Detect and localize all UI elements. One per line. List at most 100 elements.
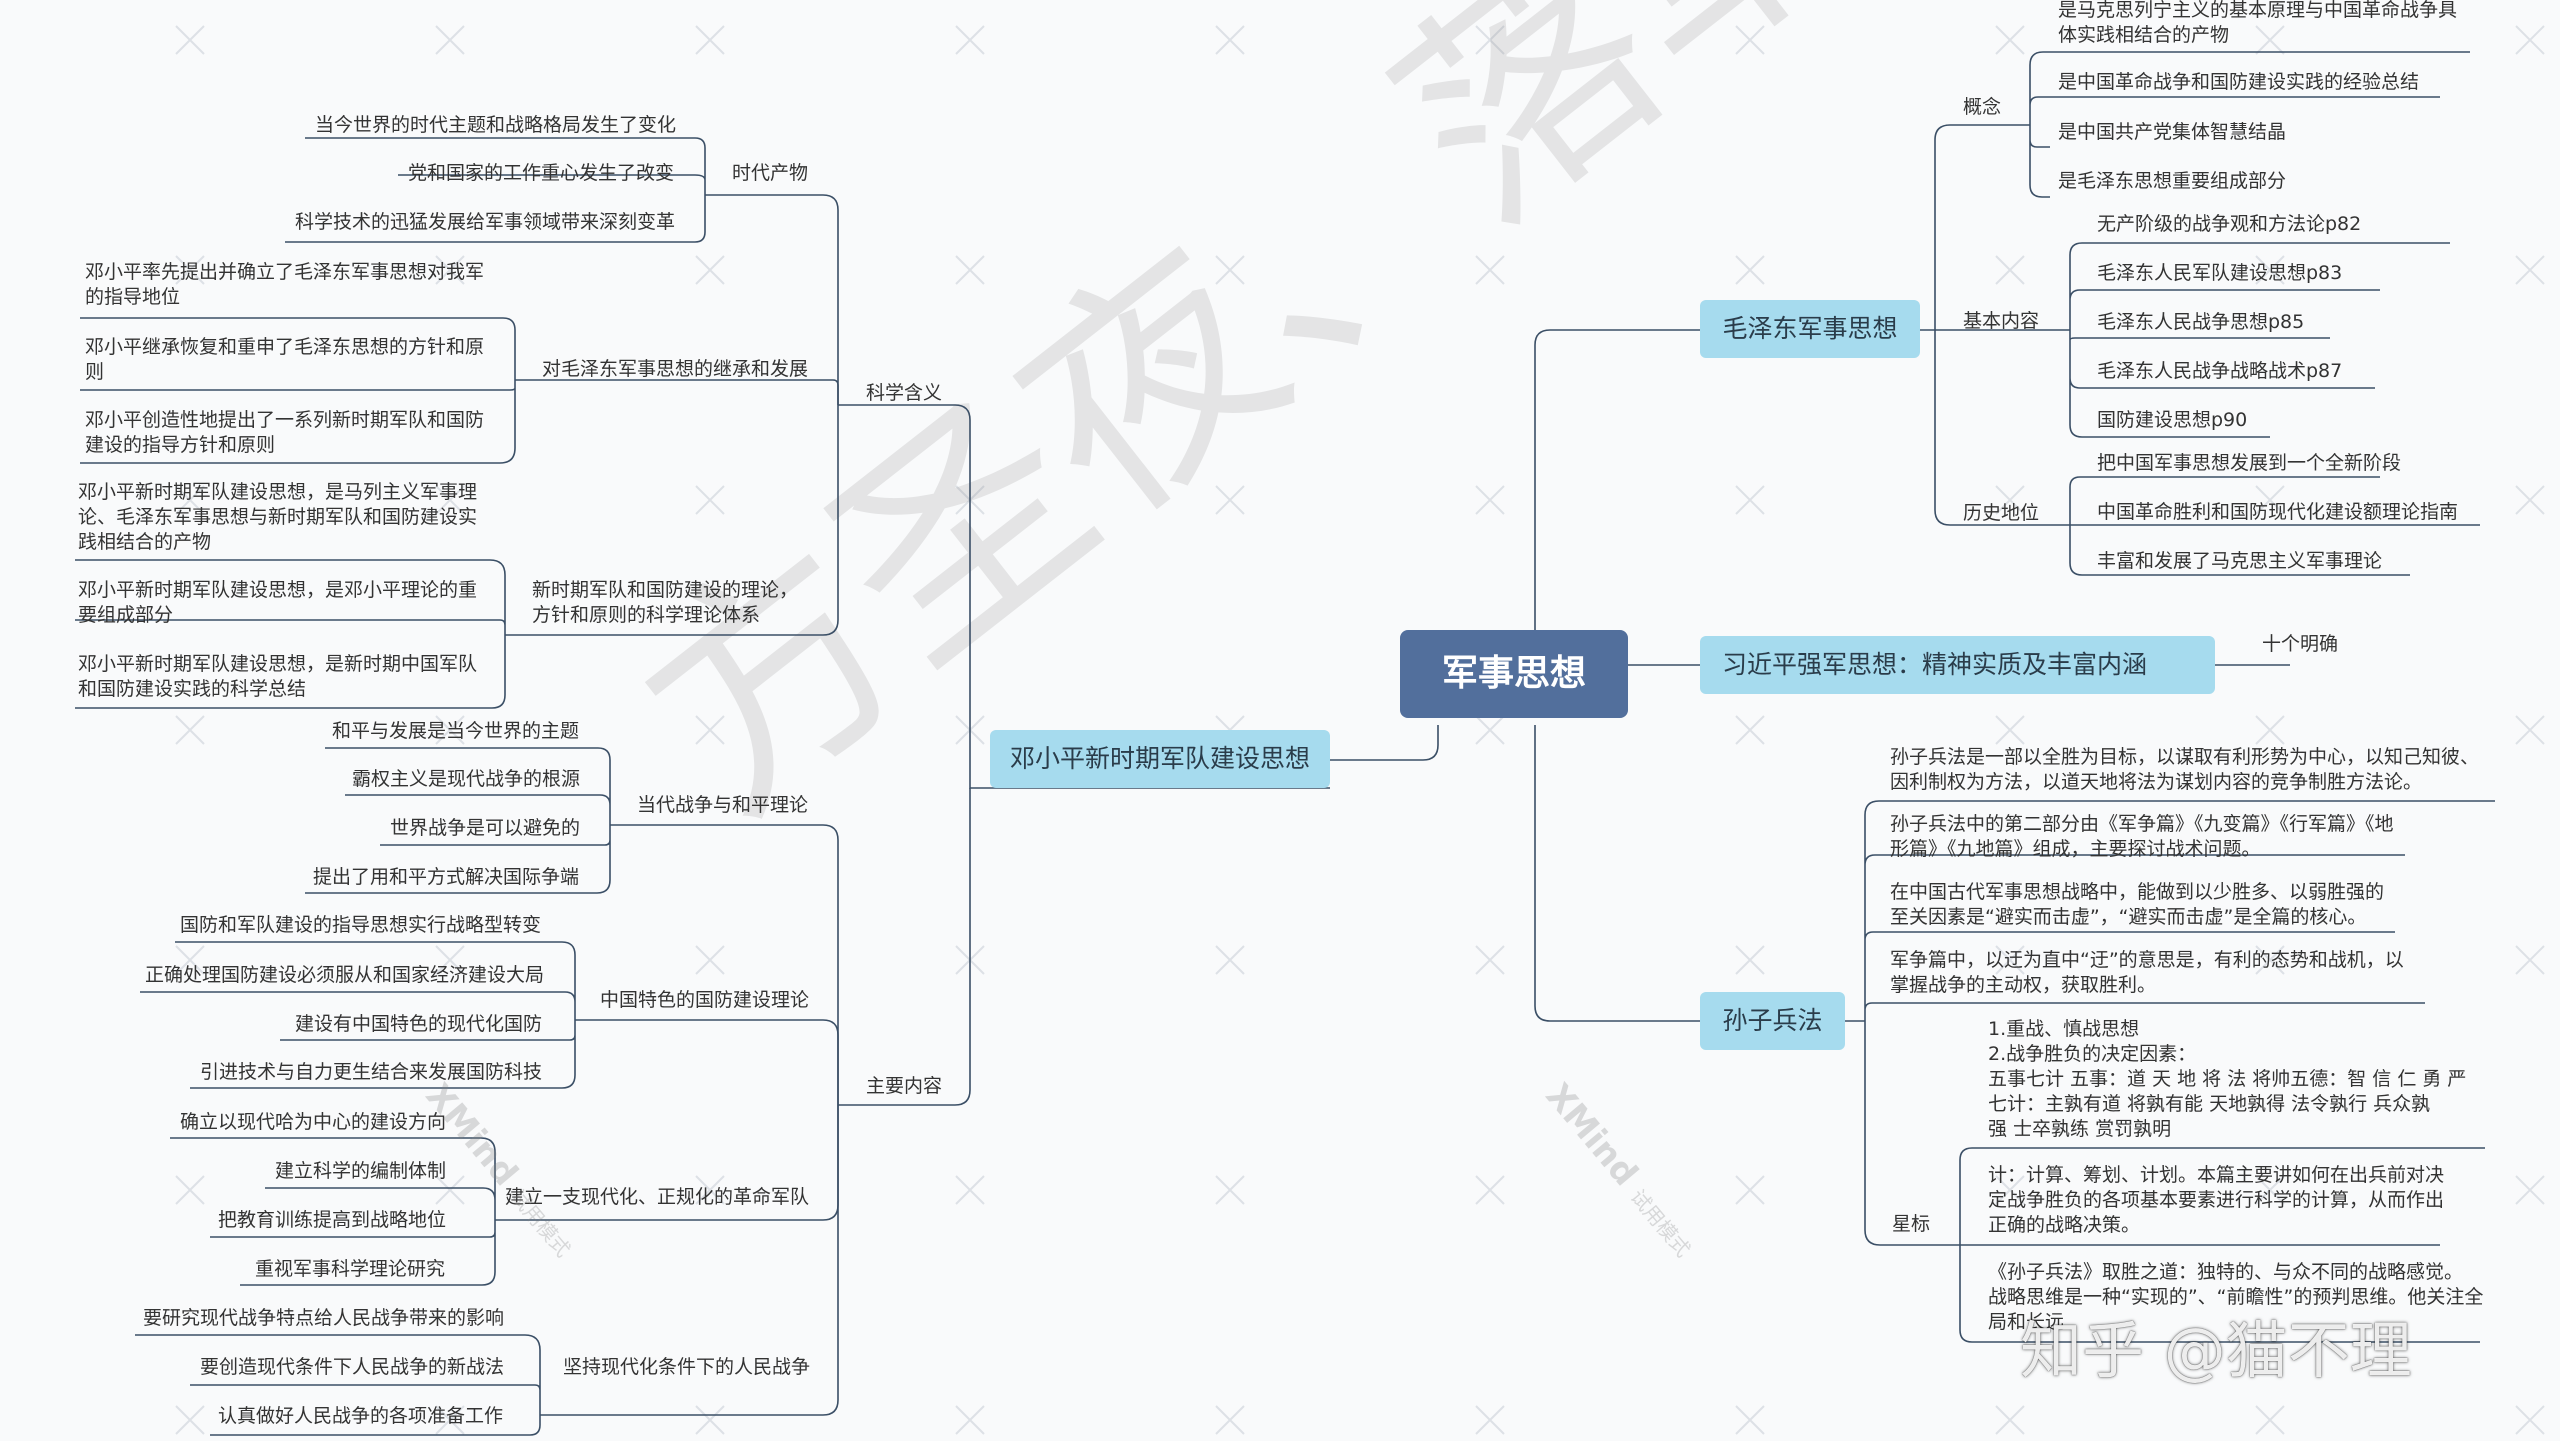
sunzi-item-1[interactable]: 孙子兵法是一部以全胜为目标，以谋取有利形势为中心，以知己知彼、因利制权为方法，以… <box>1890 746 2480 793</box>
topic-neirong[interactable]: 基本内容 <box>1963 310 2040 332</box>
central-topic[interactable]: 军事思想 <box>1400 630 1628 718</box>
line-xingbiao-leaves <box>1959 1147 2485 1343</box>
shidai-item-2[interactable]: 党和国家的工作重心发生了改变 <box>408 162 675 184</box>
bg-cross <box>695 945 725 975</box>
guofang-item-3[interactable]: 建设有中国特色的现代化国防 <box>295 1013 543 1035</box>
xinshiqi-item-1[interactable]: 邓小平新时期军队建设思想，是马列主义军事理论、毛泽东军事思想与新时期军队和国防建… <box>78 481 478 553</box>
zhanzheng-item-1[interactable]: 和平与发展是当今世界的主题 <box>332 720 580 742</box>
guofang-item-2[interactable]: 正确处理国防建设必须服从和国家经济建设大局 <box>145 964 545 986</box>
bg-cross <box>1995 255 2025 285</box>
topic-deng[interactable]: 邓小平新时期军队建设思想 <box>990 730 1330 788</box>
gainian-item-4[interactable]: 是毛泽东思想重要组成部分 <box>2058 170 2287 192</box>
topic-gainian[interactable]: 概念 <box>1963 96 2002 118</box>
renmin-item-3[interactable]: 认真做好人民战争的各项准备工作 <box>218 1405 504 1427</box>
line-shidai-leaves <box>285 137 706 243</box>
sunzi-item-3[interactable]: 在中国古代军事思想战略中，能做到以少胜多、以弱胜强的至关因素是“避实而击虚”，“… <box>1890 881 2385 928</box>
line-geming-leaves <box>170 1137 496 1286</box>
bg-cross <box>695 485 725 515</box>
topic-xi[interactable]: 习近平强军思想：精神实质及丰富内涵 <box>1700 636 2215 694</box>
bg-cross <box>175 25 205 55</box>
zhanzheng-item-3[interactable]: 世界战争是可以避免的 <box>390 817 581 839</box>
bg-cross <box>435 945 465 975</box>
renmin-item-1[interactable]: 要研究现代战争特点给人民战争带来的影响 <box>143 1307 505 1329</box>
topic-shidai[interactable]: 时代产物 <box>732 162 809 184</box>
topic-sunzi[interactable]: 孙子兵法 <box>1700 992 1845 1050</box>
bg-cross <box>435 25 465 55</box>
xingbiao-1-line-4: 七计：主孰有道 将孰有能 天地孰得 法令孰行 兵众孰 <box>1988 1093 2431 1115</box>
zhanzheng-item-4[interactable]: 提出了用和平方式解决国际争端 <box>313 866 580 888</box>
jicheng-item-2[interactable]: 邓小平继承恢复和重申了毛泽东思想的方针和原则 <box>85 336 485 383</box>
bg-cross <box>2515 485 2545 515</box>
renmin-item-2[interactable]: 要创造现代条件下人民战争的新战法 <box>200 1356 505 1378</box>
topic-zhuyao[interactable]: 主要内容 <box>866 1075 943 1097</box>
jicheng-item-1[interactable]: 邓小平率先提出并确立了毛泽东军事思想对我军的指导地位 <box>85 261 485 308</box>
topic-geming[interactable]: 建立一支现代化、正规化的革命军队 <box>505 1186 810 1208</box>
topic-renmin[interactable]: 坚持现代化条件下的人民战争 <box>563 1356 811 1378</box>
topic-sunzi-label: 孙子兵法 <box>1722 1006 1823 1035</box>
shidai-item-1[interactable]: 当今世界的时代主题和战略格局发生了变化 <box>315 114 677 136</box>
bg-cross <box>2515 1175 2545 1205</box>
topic-diwei[interactable]: 历史地位 <box>1963 502 2040 524</box>
xingbiao-item-1[interactable]: 1.重战、慎战思想 2.战争胜负的决定因素： 五事七计 五事：道 天 地 将 法… <box>1988 1017 2466 1142</box>
bg-cross <box>695 715 725 745</box>
topic-jicheng[interactable]: 对毛泽东军事思想的继承和发展 <box>542 358 809 380</box>
xingbiao-item-2[interactable]: 计：计算、筹划、计划。本篇主要讲如何在出兵前对决定战争胜负的各项基本要素进行科学… <box>1988 1164 2445 1236</box>
geming-item-3[interactable]: 把教育训练提高到战略地位 <box>218 1209 447 1231</box>
xinshiqi-item-3[interactable]: 邓小平新时期军队建设思想，是新时期中国军队和国防建设实践的科学总结 <box>78 653 478 700</box>
gainian-item-2[interactable]: 是中国革命战争和国防建设实践的经验总结 <box>2058 71 2420 93</box>
bg-cross <box>1475 485 1505 515</box>
xingbiao-1-line-2: 2.战争胜负的决定因素： <box>1988 1043 2197 1065</box>
bg-cross <box>1735 715 1765 745</box>
sunzi-item-4[interactable]: 军争篇中，以迂为直中“迂”的意思是，有利的态势和战机，以掌握战争的主动权，获取胜… <box>1890 949 2404 996</box>
topic-kexue[interactable]: 科学含义 <box>866 382 943 404</box>
xinshiqi-item-2[interactable]: 邓小平新时期军队建设思想，是邓小平理论的重要组成部分 <box>78 579 478 626</box>
bg-cross <box>1735 1405 1765 1435</box>
bg-cross <box>2515 255 2545 285</box>
bg-cross <box>955 1175 985 1205</box>
guofang-item-1[interactable]: 国防和军队建设的指导思想实行战略型转变 <box>180 914 542 936</box>
bg-cross <box>1995 1405 2025 1435</box>
sunzi-item-2[interactable]: 孙子兵法中的第二部分由《军争篇》《九变篇》《行军篇》《地形篇》《九地篇》组成，主… <box>1890 813 2394 860</box>
neirong-item-2[interactable]: 毛泽东人民军队建设思想p83 <box>2097 262 2343 284</box>
topic-xingbiao[interactable]: 星标 <box>1892 1213 1931 1235</box>
bg-cross <box>2255 25 2285 55</box>
diwei-item-3[interactable]: 丰富和发展了马克思主义军事理论 <box>2097 550 2383 572</box>
jicheng-item-3[interactable]: 邓小平创造性地提出了一系列新时期军队和国防建设的指导方针和原则 <box>85 409 485 456</box>
guofang-item-4[interactable]: 引进技术与自力更生结合来发展国防科技 <box>200 1061 543 1083</box>
bg-cross <box>435 1175 465 1205</box>
geming-item-4[interactable]: 重视军事科学理论研究 <box>255 1258 446 1280</box>
bg-cross <box>175 255 205 285</box>
bg-cross <box>2515 1405 2545 1435</box>
neirong-item-5[interactable]: 国防建设思想p90 <box>2097 409 2248 431</box>
neirong-item-1[interactable]: 无产阶级的战争观和方法论p82 <box>2097 213 2362 235</box>
bg-cross <box>2255 1175 2285 1205</box>
zhanzheng-item-2[interactable]: 霸权主义是现代战争的根源 <box>352 768 581 790</box>
bg-cross <box>175 1405 205 1435</box>
diwei-item-2[interactable]: 中国革命胜利和国防现代化建设额理论指南 <box>2097 501 2459 523</box>
topic-mao[interactable]: 毛泽东军事思想 <box>1700 300 1920 358</box>
diwei-item-1[interactable]: 把中国军事思想发展到一个全新阶段 <box>2097 452 2402 474</box>
xi-item-1[interactable]: 十个明确 <box>2262 633 2339 655</box>
line-mao-diwei <box>1934 330 2050 526</box>
topic-xi-label: 习近平强军思想：精神实质及丰富内涵 <box>1722 650 2148 679</box>
xingbiao-item-3[interactable]: 《孙子兵法》取胜之道：独特的、与众不同的战略感觉。 战略思维是一种“实现的”、“… <box>1988 1260 2483 1335</box>
bg-cross <box>1475 25 1505 55</box>
gainian-item-1[interactable]: 是马克思列宁主义的基本原理与中国革命战争具体实践相结合的产物 <box>2058 0 2458 46</box>
bg-cross <box>695 255 725 285</box>
shidai-item-3[interactable]: 科学技术的迅猛发展给军事领域带来深刻变革 <box>295 211 676 233</box>
line-deng-kexue <box>838 404 990 789</box>
bg-cross <box>1735 945 1765 975</box>
bg-cross <box>1475 1405 1505 1435</box>
topic-xinshiqi[interactable]: 新时期军队和国防建设的理论，方针和原则的科学理论体系 <box>532 579 799 626</box>
gainian-item-3[interactable]: 是中国共产党集体智慧结晶 <box>2058 121 2287 143</box>
bg-cross <box>175 1175 205 1205</box>
neirong-item-4[interactable]: 毛泽东人民战争战略战术p87 <box>2097 360 2343 382</box>
geming-item-2[interactable]: 建立科学的编制体制 <box>275 1160 447 1182</box>
bg-cross <box>695 1175 725 1205</box>
line-jicheng-leaves <box>80 317 516 464</box>
topic-guofang[interactable]: 中国特色的国防建设理论 <box>600 989 810 1011</box>
topic-zhanzheng[interactable]: 当代战争与和平理论 <box>637 794 809 816</box>
bg-cross <box>2255 1405 2285 1435</box>
geming-item-1[interactable]: 确立以现代哈为中心的建设方向 <box>180 1111 447 1133</box>
neirong-item-3[interactable]: 毛泽东人民战争思想p85 <box>2097 311 2305 333</box>
